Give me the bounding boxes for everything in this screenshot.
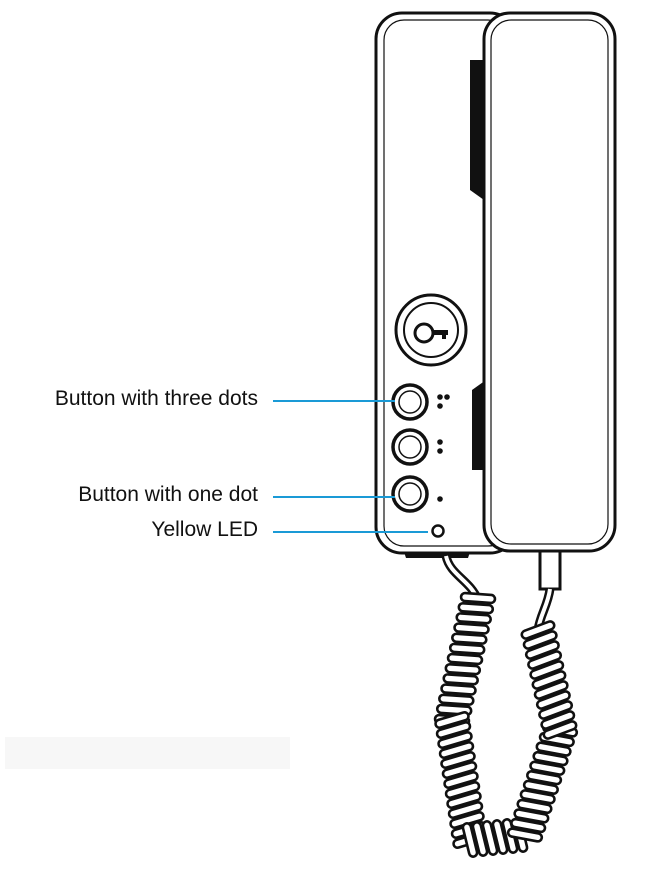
blank-caption-area	[5, 737, 290, 769]
handset	[482, 11, 617, 553]
cord-coil-loop	[435, 721, 472, 739]
cord-coil-loop	[506, 827, 544, 843]
cord-coil-loop	[455, 612, 492, 625]
cord-coil-loop	[459, 591, 497, 605]
cord-coil-loop	[513, 808, 550, 824]
leader-line-three-dots	[273, 400, 395, 402]
cord-coil-loop	[444, 662, 482, 676]
cord-coil-loop	[526, 770, 563, 786]
cord-coil-loop	[542, 720, 578, 740]
cord-coil-loop	[453, 622, 490, 635]
cord-coil-loop	[461, 822, 479, 858]
cord-coil-loop	[442, 673, 479, 686]
cord-coil-loop	[471, 821, 489, 857]
cord-coil-loop	[457, 601, 495, 615]
button-two-dots[interactable]	[391, 428, 443, 466]
handset-inner-edge	[490, 19, 609, 545]
cord-coil-loop	[538, 700, 574, 720]
cord-coil-loop	[529, 660, 565, 680]
leader-line-one-dot	[273, 496, 395, 498]
cord-coil-loop	[535, 690, 571, 710]
cord-coil-loop	[510, 817, 547, 834]
cord-coil-loop	[516, 798, 553, 815]
cord-coil-loop	[440, 751, 476, 769]
cord-coil-loop	[535, 741, 572, 757]
button-one-dot[interactable]	[391, 475, 443, 513]
cord-coil-loop	[522, 630, 558, 650]
cord-coil-loop	[540, 710, 576, 730]
cord-coil-loop	[434, 711, 470, 729]
cord-coil-loop	[446, 791, 482, 809]
label-button-three-dots: Button with three dots	[54, 387, 258, 410]
cord-coil-loop	[440, 683, 477, 696]
coiled-cord	[433, 591, 579, 858]
cord-coil-loop	[448, 642, 486, 656]
cord-coil-loop	[481, 820, 499, 856]
button-three-dots[interactable]	[391, 383, 450, 421]
cord-coil-loop	[446, 652, 484, 666]
cord-coil-loop	[444, 781, 481, 799]
key-button[interactable]	[394, 293, 468, 367]
cord-coil-loop	[524, 640, 560, 660]
cord-coil-loop	[527, 650, 563, 670]
handset-side-shadow	[470, 60, 484, 200]
leader-line-led	[273, 531, 428, 533]
base-foot	[404, 552, 470, 558]
label-yellow-led: Yellow LED	[151, 518, 258, 541]
cord-coil-loop	[491, 819, 509, 855]
cord-coil-loop	[520, 620, 556, 640]
cord-coil-loop	[437, 731, 473, 749]
cord-coil-loop	[441, 761, 478, 779]
cord-coil-loop	[522, 779, 559, 795]
led-icon	[431, 524, 445, 538]
key-icon	[413, 322, 448, 344]
cord-coil-loop	[533, 680, 569, 700]
cord-coil-loop	[529, 760, 566, 776]
cord-coil-loop	[532, 750, 569, 767]
cord-coil-loop	[438, 693, 475, 706]
cord-coil-loop	[519, 789, 556, 805]
label-button-one-dot: Button with one dot	[78, 483, 258, 506]
cord-coil-loop	[443, 771, 479, 789]
cord-coil-loop	[438, 741, 475, 759]
cord-coil-loop	[451, 632, 488, 645]
cord-plug	[538, 549, 562, 591]
cord-coil-loop	[447, 801, 484, 819]
cord-coil-loop	[531, 670, 567, 690]
